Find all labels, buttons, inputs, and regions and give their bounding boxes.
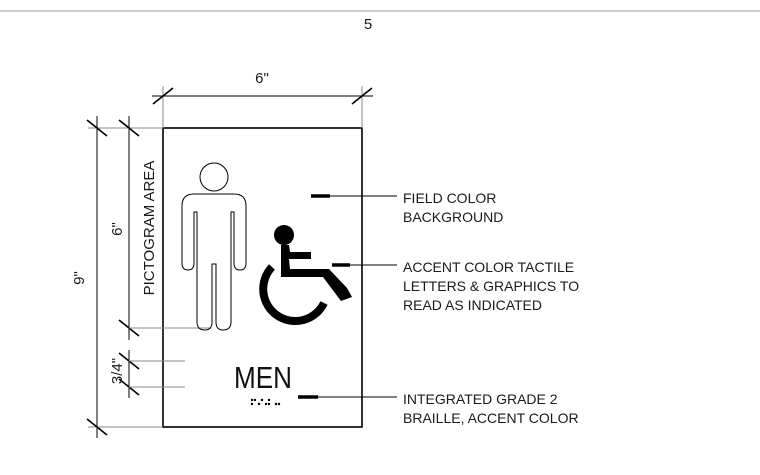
svg-text:ACCENT COLOR TACTILE: ACCENT COLOR TACTILE — [403, 259, 574, 275]
text-zone-dimension: 3/4" — [109, 350, 185, 398]
width-label: 6" — [255, 70, 269, 87]
man-figure-icon — [181, 162, 247, 331]
page-number: 5 — [364, 16, 372, 33]
sign-text-men: MEN — [234, 360, 292, 395]
width-dimension: 6" — [152, 70, 373, 128]
pictogram-dimension: 6" PICTOGRAM AREA — [109, 116, 210, 340]
wheelchair-icon — [259, 225, 352, 326]
svg-text:FIELD COLOR: FIELD COLOR — [403, 190, 496, 206]
text-zone-label: 3/4" — [109, 358, 126, 384]
callout-field-color: FIELD COLOR BACKGROUND — [403, 190, 503, 225]
svg-text:BRAILLE, ACCENT COLOR: BRAILLE, ACCENT COLOR — [403, 410, 579, 426]
height-label: 9" — [71, 271, 88, 285]
height-dimension: 9" — [71, 116, 163, 438]
callout-accent-color: ACCENT COLOR TACTILE LETTERS & GRAPHICS … — [403, 259, 579, 313]
pictogram-area-label: PICTOGRAM AREA — [141, 161, 158, 296]
braille-dots-icon — [250, 398, 281, 406]
callout-braille: INTEGRATED GRADE 2 BRAILLE, ACCENT COLOR — [403, 391, 579, 426]
svg-text:READ AS INDICATED: READ AS INDICATED — [403, 297, 542, 313]
pictogram-height-label: 6" — [109, 222, 126, 236]
svg-text:LETTERS & GRAPHICS TO: LETTERS & GRAPHICS TO — [403, 278, 579, 294]
svg-text:INTEGRATED GRADE 2: INTEGRATED GRADE 2 — [403, 391, 558, 407]
svg-text:BACKGROUND: BACKGROUND — [403, 209, 503, 225]
